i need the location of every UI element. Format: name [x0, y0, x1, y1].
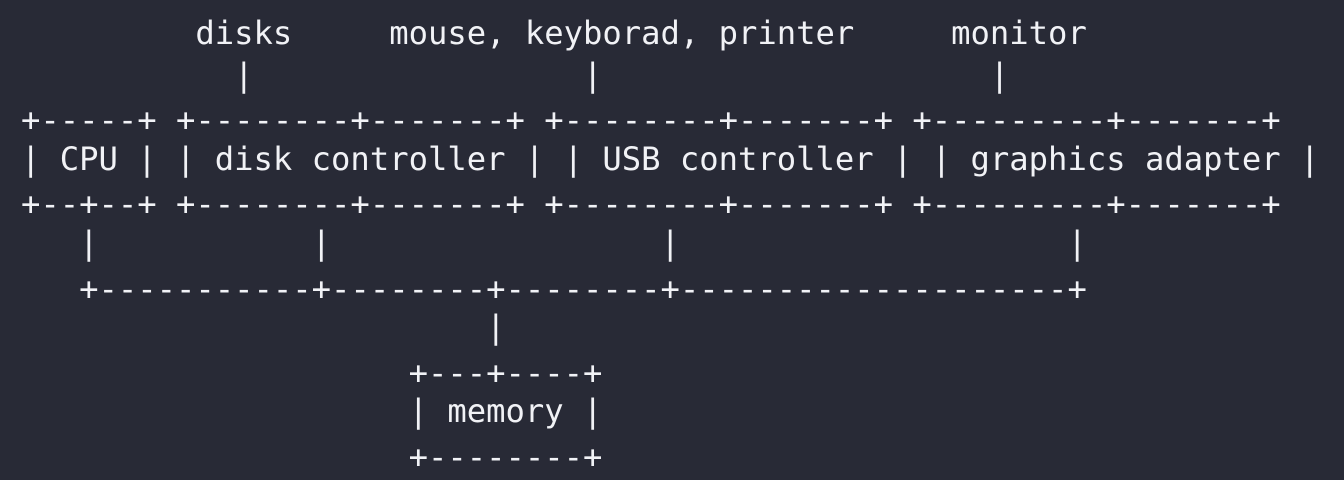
memory-box-top-border: +---+----+: [21, 354, 603, 392]
top-connector-row: | | |: [21, 56, 1010, 94]
memory-connector-row: |: [21, 308, 506, 346]
memory-box-label-row: | memory |: [21, 392, 603, 430]
system-bus-line: +-----------+--------+--------+---------…: [21, 270, 1087, 308]
external-devices-label-row: disks mouse, keyborad, printer monitor: [21, 14, 1087, 52]
controller-box-top-border: +-----+ +--------+-------+ +--------+---…: [21, 101, 1281, 139]
bus-connector-row: | | | |: [21, 224, 1087, 262]
controller-box-bottom-border: +--+--+ +--------+-------+ +--------+---…: [21, 185, 1281, 223]
memory-box-bottom-border: +--------+: [21, 438, 603, 476]
controller-box-label-row: | CPU | | disk controller | | USB contro…: [21, 140, 1320, 178]
